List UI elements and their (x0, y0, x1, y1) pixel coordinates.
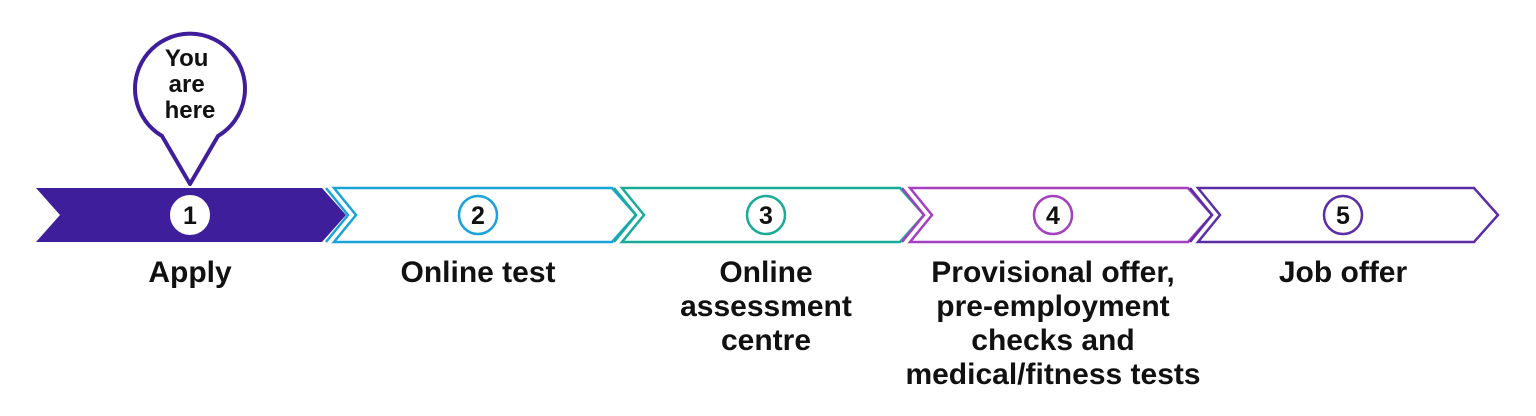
step-4-chevron: 4 (901, 186, 1214, 244)
step-4-number-circle (1032, 194, 1074, 236)
step-2-label: Online test (400, 256, 556, 289)
step-4-label: Provisional offer, pre-employment checks… (905, 256, 1201, 391)
step-1-number: 1 (183, 202, 197, 230)
step-4-number: 4 (1046, 202, 1060, 230)
step-5-number: 5 (1336, 202, 1350, 230)
step-5-number-circle (1322, 194, 1364, 236)
you-are-here-text: You are here (165, 45, 216, 124)
step-2-left-notch (325, 187, 350, 243)
step-4-left-notch (901, 187, 926, 243)
location-pin-outline (133, 31, 247, 186)
step-3-left-notch (613, 187, 638, 243)
step-3-chevron: 3 (613, 186, 926, 244)
step-1-number-circle (170, 195, 210, 235)
you-are-here-pin-icon: You are here (133, 31, 247, 186)
step-1-chevron: 1 (36, 188, 346, 242)
step-3-label: Online assessment centre (680, 256, 852, 357)
step-3-number: 3 (759, 202, 773, 230)
step-2-number-circle (457, 194, 499, 236)
step-5-label: Job offer (1278, 256, 1408, 289)
step-5-chevron: 5 (1189, 186, 1500, 244)
step-3-number-circle (745, 194, 787, 236)
step-5-left-notch (1189, 187, 1214, 243)
step-2-number: 2 (471, 202, 485, 230)
marker-line-2: are (169, 71, 205, 98)
step-1-label: Apply (148, 256, 232, 289)
marker-line-1: You (165, 45, 209, 72)
marker-line-3: here (165, 97, 216, 124)
step-2-chevron: 2 (325, 186, 638, 244)
